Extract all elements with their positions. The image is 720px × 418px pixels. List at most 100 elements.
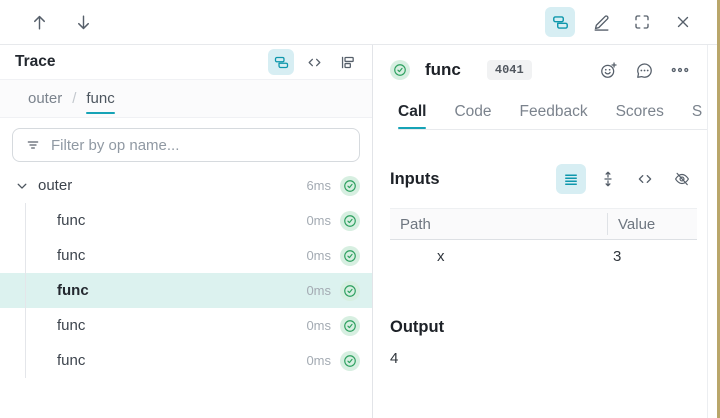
filter-lines-icon [25,137,41,153]
success-check-icon [340,350,360,371]
inputs-table-header: Path Value [390,208,697,240]
down-arrow-icon [74,13,93,32]
op-filter [12,128,360,162]
edit-button[interactable] [586,7,616,37]
tree-row-label: func [57,247,86,264]
close-icon [674,13,692,31]
call-tabs: Call Code Feedback Scores S [398,95,707,130]
list-view-button[interactable] [556,164,586,194]
trace-flame-graph-button[interactable] [334,49,360,75]
call-title: func [425,60,461,79]
code-icon [306,54,323,71]
input-value-cell: 3 [613,247,622,265]
call-actions [593,55,695,85]
tree-row-duration: 0ms [306,248,331,263]
inputs-table-row[interactable]: x 3 [390,240,697,272]
breadcrumb-current[interactable]: func [86,90,116,114]
tab-label: S [691,103,703,120]
trace-tree-row[interactable]: func 0ms [0,308,372,343]
tree-row-duration: 6ms [306,178,331,193]
tab-label: Call [398,103,427,120]
tree-row-duration: 0ms [306,213,331,228]
comment-button[interactable] [629,55,659,85]
breadcrumb-separator: / [72,90,77,107]
trace-tree-row[interactable]: func 0ms [0,273,372,308]
trace-panel-header: Trace [0,45,372,80]
flame-graph-icon [339,54,356,71]
overflow-menu-button[interactable] [665,55,695,85]
output-heading: Output [390,318,445,336]
call-id-badge[interactable]: 4041 [486,60,532,80]
success-check-icon [340,210,360,231]
code-view-button[interactable] [630,164,660,194]
overflow-menu-icon [670,60,690,80]
trace-breadcrumb: outer / func [0,80,372,118]
output-value: 4 [390,350,399,367]
op-filter-input[interactable] [51,136,349,154]
trace-code-view-button[interactable] [301,49,327,75]
fullscreen-icon [633,13,651,31]
success-check-icon [340,315,360,336]
trace-tree-row[interactable]: func 0ms [0,238,372,273]
add-reaction-button[interactable] [593,55,623,85]
call-header: func 4041 [390,45,707,95]
list-view-icon [562,170,580,188]
tab-label: Scores [615,103,664,120]
tree-row-label: outer [38,177,73,194]
up-arrow-icon [30,13,49,32]
tab-label: Feedback [519,103,588,120]
chevron-down-icon[interactable] [15,179,29,193]
success-check-icon [340,280,360,301]
trace-tree-row[interactable]: func 0ms [0,203,372,238]
tab-feedback[interactable]: Feedback [520,95,588,129]
close-button[interactable] [668,7,698,37]
success-check-icon [340,245,360,266]
tree-row-label: func [57,282,89,299]
trace-panel: Trace oute [0,45,373,418]
comment-icon [635,61,654,80]
column-header-value[interactable]: Value [607,213,697,235]
tree-view-toggle-button[interactable] [545,7,575,37]
trace-view-switcher [268,49,360,75]
tab-code[interactable]: Code [454,95,491,129]
edit-pencil-icon [592,13,611,32]
hide-eye-icon [673,170,691,188]
trace-tree-row[interactable]: func 0ms [0,343,372,378]
tab-call[interactable]: Call [398,95,427,129]
trace-panel-title: Trace [15,53,56,70]
tab-scores[interactable]: Scores [616,95,664,129]
expand-rows-button[interactable] [593,164,623,194]
tab-label: Code [454,103,492,120]
inputs-heading: Inputs [390,169,440,188]
trace-tree-row[interactable]: outer 6ms [0,168,372,203]
code-icon [636,170,654,188]
fullscreen-button[interactable] [627,7,657,37]
inputs-table: Path Value x 3 [390,208,697,272]
success-check-icon [390,60,410,80]
tab-s[interactable]: S [692,95,702,129]
call-detail-panel: func 4041 [374,45,707,418]
hide-values-button[interactable] [667,164,697,194]
previous-call-button[interactable] [24,7,54,37]
top-bar [0,0,720,45]
tree-row-label: func [57,352,86,369]
inputs-header: Inputs [390,162,707,196]
expand-vertical-icon [599,170,617,188]
inputs-view-actions [556,164,697,194]
add-reaction-icon [599,61,618,80]
top-bar-actions [545,7,698,37]
call-nav-arrows [24,7,98,37]
scroll-gutter[interactable] [707,45,717,418]
output-section: Output 4 [390,318,707,367]
tree-view-icon [273,54,290,71]
tree-row-duration: 0ms [306,353,331,368]
trace-tree-view-button[interactable] [268,49,294,75]
column-header-path[interactable]: Path [400,215,431,233]
tree-row-label: func [57,212,86,229]
next-call-button[interactable] [68,7,98,37]
tree-view-icon [551,13,570,32]
success-check-icon [340,175,360,196]
breadcrumb-parent[interactable]: outer [28,90,63,107]
tree-row-duration: 0ms [306,318,331,333]
